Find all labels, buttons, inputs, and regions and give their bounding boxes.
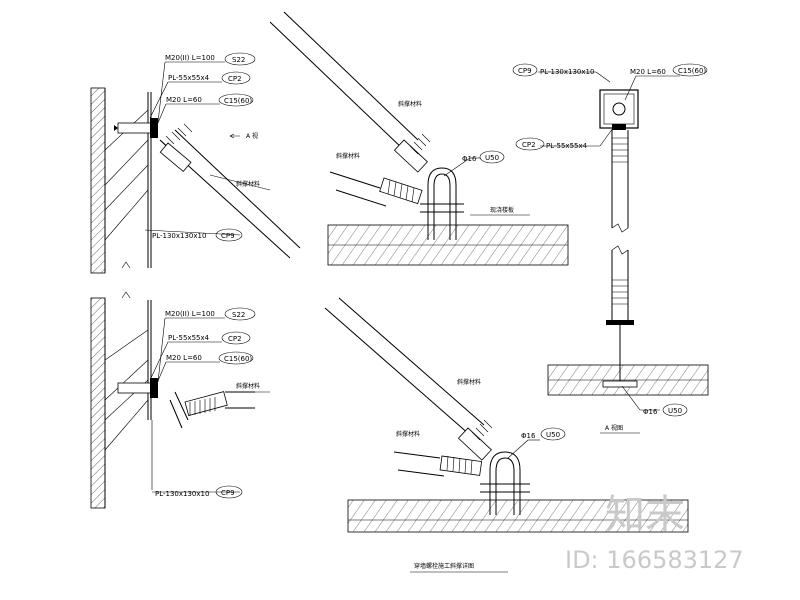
- bolt: [117, 382, 153, 394]
- plate-label: PL-55x55x4: [168, 334, 210, 342]
- anchor-label: M20 L=60: [166, 96, 202, 104]
- anchor-tag: C15(60): [224, 97, 252, 105]
- arrow-note: A 视: [246, 132, 258, 140]
- rebar-tag-bubble: [479, 150, 505, 164]
- base-plate-tag: CP9: [221, 232, 235, 240]
- anchor-tag: C15(60): [224, 355, 252, 363]
- u-bolt: [420, 167, 464, 240]
- watermark: 知末 ID: 166583127: [565, 492, 744, 574]
- upper-diagonal-brace: [324, 297, 493, 461]
- base-plate: [599, 89, 639, 129]
- anchor-tag-bubble: [218, 93, 254, 107]
- slab-label: 现浇楼板: [490, 206, 514, 214]
- bolt-tag-bubble: [224, 52, 256, 66]
- base-plate-tag-bubble: [215, 228, 243, 242]
- plate-label: PL-55x55x4: [168, 74, 210, 82]
- arrow-icon: [229, 133, 240, 139]
- anchor-tag-bubble: [672, 63, 708, 77]
- base-plate-tag-bubble: [215, 485, 243, 499]
- rebar-tag: U50: [485, 154, 499, 162]
- anchor-label: M20 L=60: [166, 354, 202, 362]
- lower-diagonal-brace: [329, 171, 423, 207]
- rebar-tag-bubble: [662, 403, 688, 417]
- rebar-tag-bubble: [540, 427, 566, 441]
- u-bolt: [480, 451, 530, 515]
- wall-section: [90, 297, 106, 509]
- member-label-lower: 斜撑材料: [336, 152, 360, 160]
- detail-top-mid: Φ16 U50 斜撑材料 斜撑材料 现浇楼板: [269, 11, 569, 266]
- bolt-label: M20(II) L=100: [165, 54, 215, 62]
- vertical-brace: [606, 130, 634, 382]
- rebar-label: Φ16: [643, 408, 658, 416]
- anchor-tag-bubble: [218, 351, 254, 365]
- bolt: [117, 122, 153, 134]
- member-label-upper: 斜撑材料: [457, 378, 481, 386]
- anchor-tag: C15(60): [678, 67, 706, 75]
- rebar-label: Φ16: [462, 155, 477, 163]
- watermark-id: ID: 166583127: [565, 546, 744, 574]
- rebar-label: Φ16: [521, 432, 536, 440]
- plate-tag: CP2: [228, 335, 242, 343]
- member-label-upper: 斜撑材料: [398, 100, 422, 108]
- small-plate-tag: CP2: [522, 141, 536, 149]
- rebar-tag: U50: [546, 431, 560, 439]
- rebar-tag: U50: [668, 407, 682, 415]
- member-label-lower: 斜撑材料: [396, 430, 420, 438]
- plate: [150, 118, 158, 138]
- plate-tag-bubble: [221, 331, 251, 345]
- plate-tag: CP9: [518, 67, 532, 75]
- detail-bottom-mid: Φ16 U50 斜撑材料 斜撑材料 穿墙螺栓施工斜撑详图: [324, 297, 689, 573]
- detail-bottom-left: M20(II) L=100 S22 PL-55x55x4 CP2 M20 L=6…: [90, 291, 270, 509]
- base-plate-label: PL-130x130x10: [155, 490, 209, 498]
- small-plate-tag-bubble: [515, 137, 545, 151]
- wall-section: [90, 87, 106, 274]
- plate-label: PL-130x130x10: [540, 68, 594, 76]
- base-plate-tag: CP9: [221, 489, 235, 497]
- bolt-tag: S22: [232, 311, 245, 319]
- bolt-tag-bubble: [224, 307, 256, 321]
- horizontal-brace: [169, 391, 255, 429]
- plate: [150, 378, 158, 398]
- base-plate-label: PL-130x130x10: [152, 232, 206, 240]
- view-label: A 视图: [605, 424, 623, 432]
- member-label: 斜撑材料: [236, 180, 260, 188]
- detail-title: 穿墙螺栓施工斜撑详图: [414, 562, 474, 570]
- detail-right: CP9 PL-130x130x10 M20 L=60 C15(60) CP2 P…: [512, 63, 709, 434]
- member-label: 斜撑材料: [236, 382, 260, 390]
- diagonal-brace: [159, 123, 301, 259]
- watermark-logo: 知末: [605, 492, 685, 538]
- detail-top-left: M20(II) L=100 S22 PL-55x55x4 CP2 M20 L=6…: [90, 52, 301, 274]
- plate-tag: CP2: [228, 75, 242, 83]
- lower-diagonal-brace: [393, 451, 483, 477]
- plate-tag-bubble: [221, 71, 251, 85]
- upper-diagonal-brace: [269, 11, 431, 173]
- bolt-label: M20(II) L=100: [165, 310, 215, 318]
- floor-slab: [347, 499, 689, 533]
- plate-tag-bubble: [512, 63, 538, 77]
- bolt-tag: S22: [232, 56, 245, 64]
- small-plate-label: PL-55x55x4: [546, 142, 588, 150]
- anchor-label: M20 L=60: [630, 68, 666, 76]
